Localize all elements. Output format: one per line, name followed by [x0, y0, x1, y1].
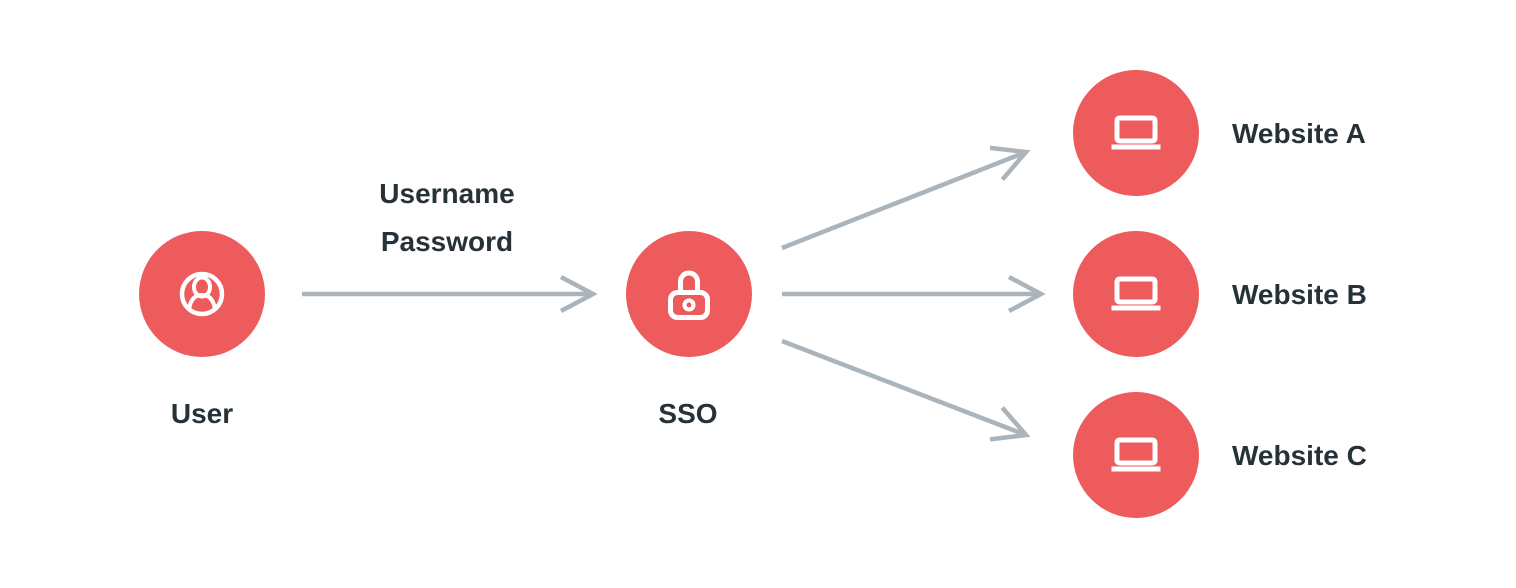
- arrow-sso-to-website-c: [781, 338, 1031, 442]
- laptop-icon: [1111, 437, 1161, 472]
- website-c-circle: [1073, 392, 1199, 518]
- arrow-sso-to-website-a: [781, 145, 1031, 251]
- website-c-label: Website C: [1232, 440, 1367, 471]
- laptop-icon: [1111, 115, 1161, 150]
- laptop-icon: [1111, 276, 1161, 311]
- user-label: User: [171, 398, 233, 429]
- website-a-node: Website A: [1073, 70, 1366, 196]
- website-b-circle: [1073, 231, 1199, 357]
- lock-icon: [668, 270, 710, 320]
- website-b-label: Website B: [1232, 279, 1367, 310]
- website-a-label: Website A: [1232, 118, 1366, 149]
- website-c-node: Website C: [1073, 392, 1367, 518]
- arrows: [302, 145, 1046, 442]
- website-a-circle: [1073, 70, 1199, 196]
- user-node: User: [139, 231, 265, 429]
- website-b-node: Website B: [1073, 231, 1367, 357]
- sso-label: SSO: [658, 398, 717, 429]
- user-icon: [179, 271, 225, 317]
- sso-node: SSO: [626, 231, 752, 429]
- credentials-line1: Username: [379, 178, 514, 209]
- credentials-line2: Password: [381, 226, 513, 257]
